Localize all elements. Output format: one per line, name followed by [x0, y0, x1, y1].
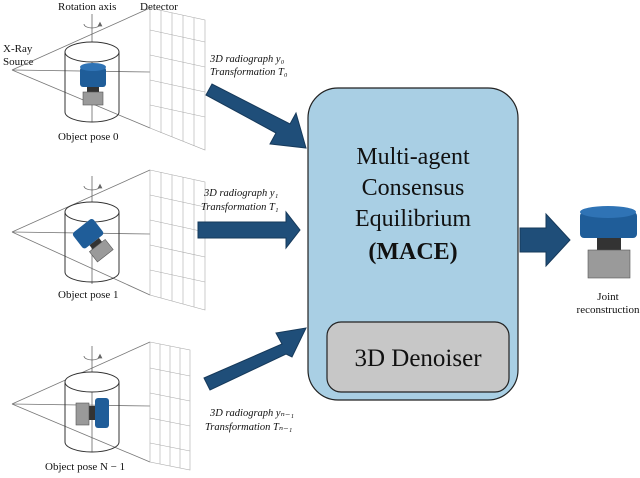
detector-label: Detector [140, 1, 178, 13]
rotation-axis-n-minus-1 [83, 346, 103, 452]
cylinder-container-n-minus-1 [64, 371, 120, 453]
arrow-mace-to-reconstruction [519, 212, 571, 268]
arrow-pose-0-to-mace [205, 83, 307, 149]
detector-panel-0 [149, 7, 206, 151]
xray-source-label-line1: X-Ray [3, 43, 33, 55]
reconstruction-object [580, 206, 637, 279]
object-1 [72, 219, 114, 263]
pose-n-minus-1-caption: Object pose N − 1 [45, 461, 125, 473]
reconstruction-label-line1: Joint [597, 291, 618, 303]
arrow-0-radiograph-label: 3D radiograph y₀ [209, 54, 285, 65]
denoiser-box [326, 321, 510, 393]
mace-title-line3: Equilibrium [355, 206, 471, 232]
reconstruction-label-line2: reconstruction [577, 304, 640, 316]
pose-1-caption: Object pose 1 [58, 289, 118, 301]
arrow-pose-1-to-mace [197, 210, 301, 250]
detector-panel-1 [149, 169, 206, 311]
arrow-0-transformation-label: Transformation T₀ [210, 67, 288, 78]
denoiser-label: 3D Denoiser [354, 345, 482, 372]
xray-beam-n-minus-1 [11, 341, 151, 463]
cylinder-container-0 [64, 41, 120, 123]
object-n-minus-1 [75, 398, 109, 428]
xray-source-label-line2: Source [3, 56, 34, 68]
arrow-2-radiograph-label: 3D radiograph yₙ₋₁ [209, 408, 294, 419]
mace-title-line1: Multi-agent [356, 144, 470, 170]
arrow-2-transformation-label: Transformation Tₙ₋₁ [205, 422, 292, 433]
arrow-1-transformation-label: Transformation T₁ [201, 202, 278, 213]
pose-0-setup [11, 7, 206, 151]
mace-title-line2: Consensus [362, 175, 465, 201]
mace-acronym: (MACE) [368, 239, 457, 265]
cylinder-container-1 [64, 201, 120, 283]
pose-n-minus-1-setup [11, 341, 191, 471]
detector-panel-n-minus-1 [149, 341, 191, 471]
arrow-pose-n-minus-1-to-mace [203, 327, 307, 391]
object-0 [80, 63, 106, 106]
pose-1-setup [11, 169, 206, 311]
rotation-axis-label: Rotation axis [58, 1, 116, 13]
pose-0-caption: Object pose 0 [58, 131, 119, 143]
arrow-1-radiograph-label: 3D radiograph y₁ [203, 188, 278, 199]
